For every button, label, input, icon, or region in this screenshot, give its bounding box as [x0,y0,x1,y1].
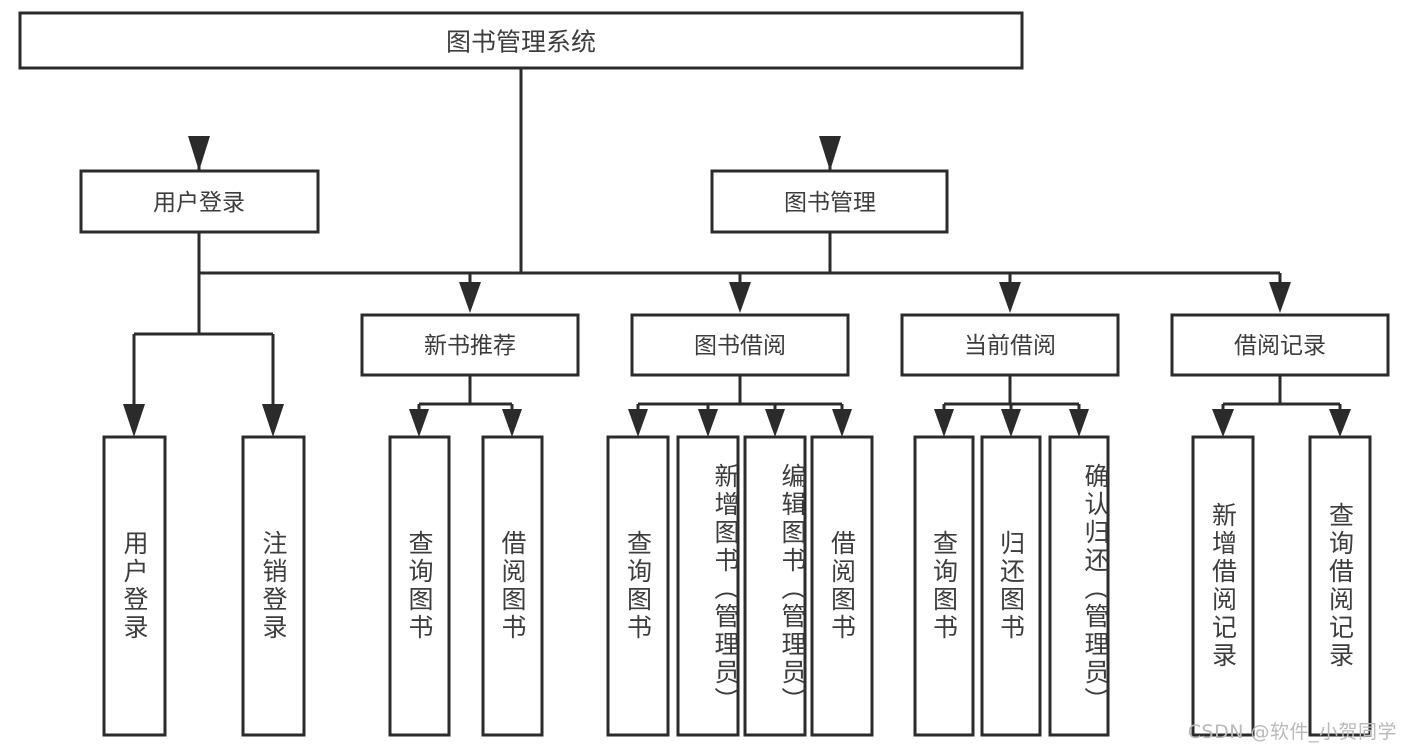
node-new-book-recommend-label: 新书推荐 [424,333,516,359]
arrowhead-level2-3 [999,282,1021,313]
leaf-new-book-1-label: 查询图书 [405,530,434,642]
leaf-book-borrow-4-label: 借阅图书 [827,530,857,642]
leaf-borrow-record-1-box [1191,435,1255,737]
leaf-current-borrow-3-label: 确认归还（管理员） [1081,463,1108,715]
leaf-book-borrow-1-text-wrap: 查询图书 [623,530,653,642]
node-root-system[interactable]: 图书管理系统 [18,11,1024,70]
leaf-current-borrow-1[interactable]: 查询图书 [913,435,975,737]
arrowhead-currentborrow-child-2 [1001,409,1021,437]
arrowhead-level2-4 [1269,282,1291,313]
arrowhead-currentborrow-child-1 [934,409,954,437]
leaf-book-borrow-1[interactable]: 查询图书 [606,435,670,737]
leaf-user-login-1-text-wrap: 用户登录 [120,530,149,642]
leaf-book-borrow-3-label: 编辑图书（管理员） [778,463,805,715]
node-book-borrow-box [630,313,850,377]
arrowhead-bookborrow-child-4 [832,409,852,437]
leaf-new-book-2[interactable]: 借阅图书 [481,435,544,737]
leaf-current-borrow-3-box [1048,435,1110,737]
leaf-user-login-2-label: 注销登录 [259,530,288,642]
node-book-manage-label: 图书管理 [784,190,876,216]
leaf-current-borrow-1-box [913,435,975,737]
csdn-watermark: CSDN @软件_小贺同学 [1187,721,1397,743]
node-borrow-record[interactable]: 借阅记录 [1170,313,1390,377]
arrowhead-userlogin-child-1 [123,404,145,437]
leaf-user-login-2-text-wrap: 注销登录 [259,530,288,642]
node-book-borrow[interactable]: 图书借阅 [630,313,850,377]
node-current-borrow-box [900,313,1120,377]
leaf-borrow-record-1-label: 新增借阅记录 [1208,502,1238,670]
leaf-book-borrow-2-box [676,435,740,737]
node-user-login[interactable]: 用户登录 [79,169,320,234]
node-book-manage[interactable]: 图书管理 [710,169,949,234]
leaf-book-borrow-1-label: 查询图书 [623,530,653,642]
arrowhead-newbook-child-2 [502,409,522,437]
leaf-book-borrow-1-box [606,435,670,737]
leaf-user-login-1-box [102,435,167,737]
leaf-new-book-1[interactable]: 查询图书 [388,435,451,737]
leaf-current-borrow-2-text-wrap: 归还图书 [996,530,1026,642]
leaf-current-borrow-3-text-wrap: 确认归还（管理员） [1081,463,1108,715]
leaf-book-borrow-2-label: 新增图书（管理员） [711,463,738,715]
leaf-borrow-record-2-text-wrap: 查询借阅记录 [1325,502,1355,670]
node-root-label: 图书管理系统 [446,28,596,57]
leaf-current-borrow-3[interactable]: 确认归还（管理员） [1048,435,1110,737]
leaf-user-login-1-label: 用户登录 [120,530,149,642]
arrowhead-newbook-child-1 [409,409,429,437]
arrowhead-group [123,136,1351,437]
node-user-login-box [79,169,320,234]
arrowhead-userlogin-child-2 [262,404,284,437]
arrowhead-borrowrecord-child-1 [1212,409,1234,437]
leaf-book-borrow-4-box [810,435,874,737]
node-current-borrow-label: 当前借阅 [964,333,1056,359]
leaf-book-borrow-2[interactable]: 新增图书（管理员） [676,435,740,737]
arrowhead-level2-2 [729,282,751,313]
leaf-book-borrow-3-text-wrap: 编辑图书（管理员） [778,463,805,715]
leaf-current-borrow-2-box [980,435,1042,737]
leaf-borrow-record-2-label: 查询借阅记录 [1325,502,1355,670]
leaf-borrow-record-1-text-wrap: 新增借阅记录 [1208,502,1238,670]
leaf-new-book-2-box [481,435,544,737]
leaf-borrow-record-2-box [1308,435,1372,737]
leaf-user-login-2[interactable]: 注销登录 [241,435,306,737]
node-borrow-record-label: 借阅记录 [1234,333,1326,359]
leaf-current-borrow-2[interactable]: 归还图书 [980,435,1042,737]
leaf-book-borrow-4-text-wrap: 借阅图书 [827,530,857,642]
leaf-new-book-2-text-wrap: 借阅图书 [498,530,527,642]
node-current-borrow[interactable]: 当前借阅 [900,313,1120,377]
leaf-book-borrow-3[interactable]: 编辑图书（管理员） [743,435,807,737]
node-user-login-label: 用户登录 [153,190,245,216]
arrowhead-borrowrecord-child-2 [1329,409,1351,437]
leaf-new-book-1-text-wrap: 查询图书 [405,530,434,642]
node-new-book-recommend-box [360,313,580,377]
arrowhead-currentborrow-child-3 [1069,409,1089,437]
leaf-current-borrow-2-label: 归还图书 [996,530,1026,642]
arrowhead-bookborrow-child-1 [628,409,648,437]
leaf-current-borrow-1-text-wrap: 查询图书 [929,530,959,642]
leaf-book-borrow-4[interactable]: 借阅图书 [810,435,874,737]
leaf-borrow-record-2[interactable]: 查询借阅记录 [1308,435,1372,737]
leaf-book-borrow-2-text-wrap: 新增图书（管理员） [711,463,738,715]
leaf-borrow-record-1[interactable]: 新增借阅记录 [1191,435,1255,737]
leaf-new-book-2-label: 借阅图书 [498,530,527,642]
node-borrow-record-box [1170,313,1390,377]
arrowhead-bookborrow-child-2 [698,409,718,437]
arrowhead-book-manage [819,136,841,171]
arrowhead-user-login [188,136,210,171]
node-new-book-recommend[interactable]: 新书推荐 [360,313,580,377]
node-book-manage-box [710,169,949,234]
leaf-book-borrow-3-box [743,435,807,737]
node-book-borrow-label: 图书借阅 [694,333,786,359]
leaf-new-book-1-box [388,435,451,737]
node-root-box [18,11,1024,70]
leaf-user-login-2-box [241,435,306,737]
leaf-user-login-1[interactable]: 用户登录 [102,435,167,737]
leaf-current-borrow-1-label: 查询图书 [929,530,959,642]
arrowhead-bookborrow-child-3 [765,409,785,437]
arrowhead-level2-1 [459,282,481,313]
